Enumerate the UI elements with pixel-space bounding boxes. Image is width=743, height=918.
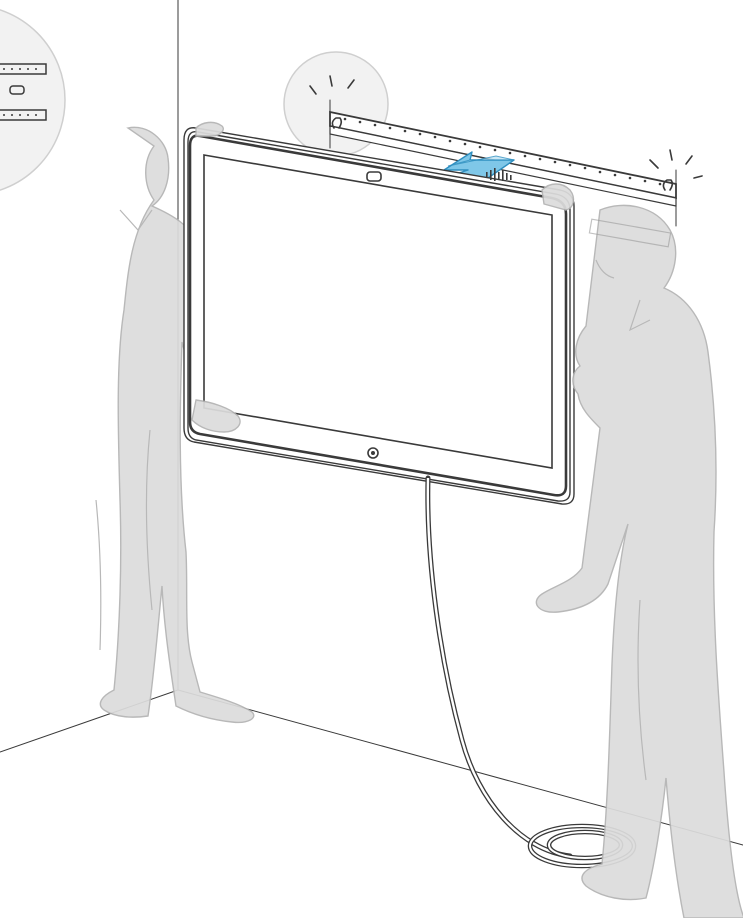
power-cable [428, 478, 570, 856]
zoom-callout-left [0, 5, 65, 195]
display-screen [184, 128, 574, 504]
camera [367, 172, 381, 181]
